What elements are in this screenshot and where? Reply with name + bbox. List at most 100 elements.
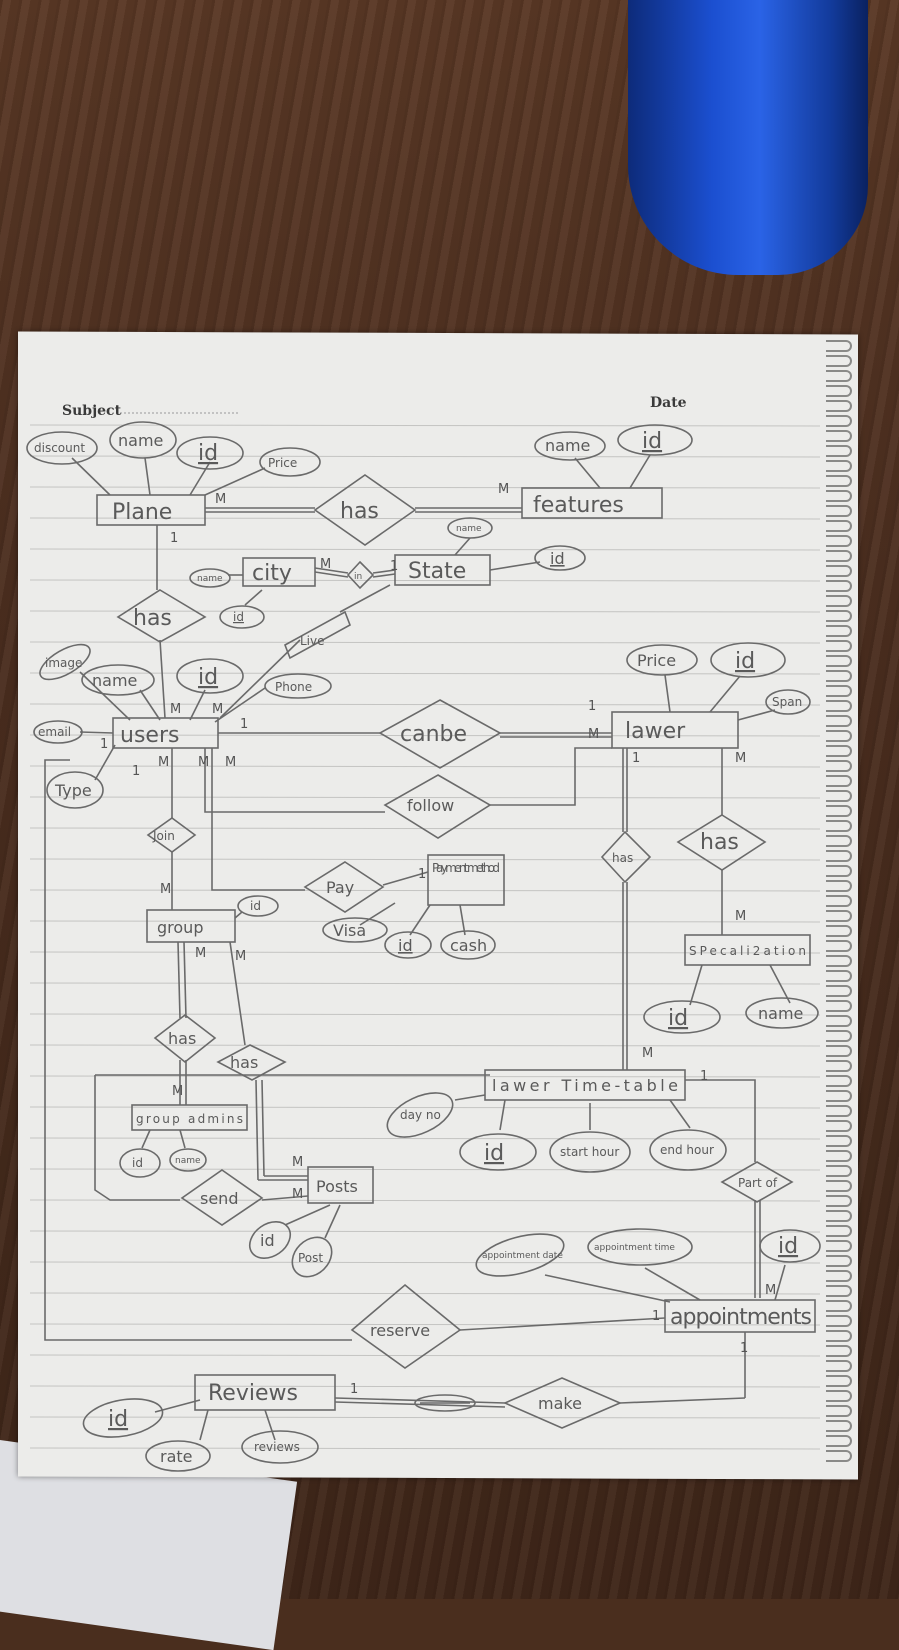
- relationship-users-state-live: Live: [284, 610, 351, 660]
- cardinality-label: M: [172, 1084, 183, 1099]
- attribute-label: id: [735, 649, 755, 674]
- ruled-line: [29, 1075, 821, 1078]
- spiral-ring: [826, 790, 852, 802]
- spiral-ring: [826, 1225, 852, 1237]
- cardinality-label: M: [320, 557, 331, 572]
- attribute-users-email: email: [33, 720, 83, 744]
- cardinality-label: M: [498, 482, 509, 497]
- attribute-label: name: [175, 1156, 201, 1166]
- er-diagram: Subject Date: [26, 395, 821, 1472]
- attribute-lawyer-id: id: [710, 642, 786, 678]
- entity-label: city: [252, 561, 292, 586]
- attribute-label: id: [642, 429, 662, 454]
- cardinality-label: 1: [740, 1341, 748, 1356]
- spiral-ring: [826, 370, 852, 382]
- spiral-ring: [826, 715, 852, 727]
- cardinality-label: M: [735, 751, 746, 766]
- ruled-line: [29, 1354, 821, 1357]
- attribute-label: name: [545, 436, 590, 455]
- attribute-tt-end: end hour: [649, 1129, 727, 1171]
- attribute-label: day no: [400, 1108, 441, 1122]
- attribute-reviews-rate: rate: [145, 1440, 211, 1472]
- cardinality-label: M: [292, 1155, 303, 1170]
- spiral-ring: [826, 640, 852, 652]
- entity-specialization: SPecali2ation: [684, 934, 811, 966]
- attribute-posts-id: id: [248, 1221, 292, 1259]
- entity-label: users: [120, 723, 179, 748]
- attribute-label: name: [456, 524, 482, 534]
- relationship-label: canbe: [400, 722, 467, 747]
- spiral-ring: [826, 340, 852, 352]
- attribute-label: Type: [54, 781, 92, 800]
- attribute-label: id: [398, 936, 413, 955]
- relationship-label: Pay: [326, 878, 354, 897]
- spiral-ring: [826, 1150, 852, 1162]
- attribute-spec-id: id: [643, 1000, 721, 1034]
- spiral-ring: [826, 535, 852, 547]
- spiral-ring: [826, 700, 852, 712]
- attribute-state-id: id: [534, 545, 586, 571]
- attribute-label: start hour: [560, 1145, 619, 1159]
- cardinality-marks: M M 1 M 1 M M 1 1 M 1 1 M M M 1 M M 1 M …: [100, 482, 776, 1397]
- cardinality-label: M: [765, 1283, 776, 1298]
- attribute-posts-post: Post: [291, 1236, 333, 1278]
- cardinality-label: M: [588, 727, 599, 742]
- spiral-ring: [826, 655, 852, 667]
- attribute-plane-name: name: [109, 421, 177, 459]
- subject-label: Subject: [62, 403, 122, 419]
- spiral-ring: [826, 865, 852, 877]
- spiral-ring: [826, 1405, 852, 1417]
- spiral-ring: [826, 1315, 852, 1327]
- attribute-users-name: name: [81, 664, 155, 696]
- spiral-ring: [826, 1255, 852, 1267]
- ruled-line: [29, 951, 821, 954]
- ruled-line: [29, 424, 821, 427]
- cardinality-label: M: [292, 1187, 303, 1202]
- spiral-ring: [826, 1195, 852, 1207]
- spiral-ring: [826, 1375, 852, 1387]
- attribute-label: Price: [268, 456, 297, 470]
- entity-group-admins: group admins: [131, 1104, 248, 1131]
- attribute-city-id: id: [219, 605, 265, 629]
- attribute-appt-id: id: [759, 1229, 821, 1263]
- entity-features: features: [521, 487, 663, 519]
- entity-reviews: Reviews: [194, 1374, 336, 1411]
- spiral-ring: [826, 565, 852, 577]
- ruled-line: [29, 1261, 821, 1264]
- entity-appointments: appointments: [664, 1299, 816, 1333]
- cardinality-label: 1: [350, 1382, 358, 1397]
- attribute-payment-cash: cash: [440, 930, 496, 960]
- attributes: discount name id Price name id name id n…: [26, 421, 821, 1472]
- ruled-line: [29, 1106, 821, 1109]
- spiral-ring: [826, 760, 852, 772]
- attribute-label: id: [198, 665, 218, 690]
- entity-label: SPecali2ation: [689, 944, 806, 958]
- relationship-lawyer-specialization: has: [676, 814, 767, 871]
- blue-bottle: [628, 0, 868, 275]
- spiral-ring: [826, 1240, 852, 1252]
- attribute-appt-date: appointment date: [475, 1233, 565, 1277]
- attribute-label: name: [197, 574, 223, 584]
- spiral-ring: [826, 1135, 852, 1147]
- attribute-label: reviews: [254, 1440, 300, 1454]
- spiral-ring: [826, 1120, 852, 1132]
- relationship-label: in: [354, 572, 362, 582]
- entity-label: Plane: [112, 500, 172, 525]
- spiral-ring: [826, 1210, 852, 1222]
- attribute-users-phone: Phone: [264, 673, 332, 699]
- spiral-ring: [826, 1345, 852, 1357]
- ruled-line: [29, 796, 821, 799]
- ruled-line: [29, 610, 821, 613]
- attribute-label: id: [260, 1231, 275, 1250]
- attribute-reviews-id: id: [82, 1398, 164, 1438]
- entity-label: Reviews: [208, 1381, 298, 1406]
- attribute-admins-id: id: [119, 1148, 161, 1178]
- relationship-label: follow: [407, 796, 454, 815]
- entity-posts: Posts: [307, 1166, 374, 1204]
- entity-label: group: [157, 918, 203, 937]
- entity-payment-method: Payment method: [427, 854, 505, 906]
- spiral-ring: [826, 550, 852, 562]
- relationship-lawyer-timetable: has: [600, 830, 652, 884]
- entity-plane: Plane: [96, 494, 206, 526]
- attribute-tt-start: start hour: [549, 1131, 631, 1173]
